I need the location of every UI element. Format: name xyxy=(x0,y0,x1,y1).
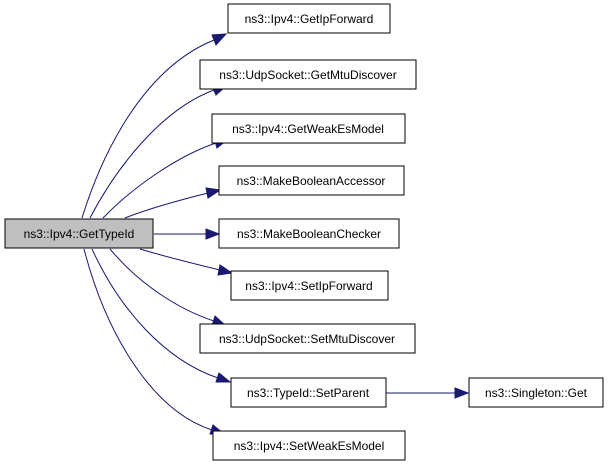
node-makebooleanchecker-label: ns3::MakeBooleanChecker xyxy=(237,227,381,241)
arrowhead-setparent xyxy=(215,372,232,383)
node-setweakesmodel-label: ns3::Ipv4::SetWeakEsModel xyxy=(234,439,385,453)
node-setmtudiscover[interactable]: ns3::UdpSocket::SetMtuDiscover xyxy=(199,323,416,354)
node-getmtudiscover[interactable]: ns3::UdpSocket::GetMtuDiscover xyxy=(199,59,417,90)
edge-gettypeid-getmtudiscover xyxy=(89,89,215,219)
node-makebooleanchecker-box xyxy=(218,218,400,249)
node-setparent-label: ns3::TypeId::SetParent xyxy=(247,386,370,400)
edge-gettypeid-getweakesmodel xyxy=(102,142,217,219)
node-setweakesmodel-box xyxy=(212,430,406,461)
node-makebooleanaccessor-box xyxy=(218,165,405,196)
nodes: ns3::Ipv4::GetTypeId ns3::Ipv4::GetIpFor… xyxy=(4,3,604,461)
node-setmtudiscover-label: ns3::UdpSocket::SetMtuDiscover xyxy=(219,332,395,346)
node-setweakesmodel[interactable]: ns3::Ipv4::SetWeakEsModel xyxy=(212,430,406,461)
edge-gettypeid-setipforward xyxy=(139,248,221,271)
node-getweakesmodel-label: ns3::Ipv4::GetWeakEsModel xyxy=(232,122,384,136)
node-getweakesmodel-box xyxy=(211,113,406,144)
edge-gettypeid-setweakesmodel xyxy=(83,248,213,431)
node-gettypeid-label: ns3::Ipv4::GetTypeId xyxy=(24,227,135,241)
arrowhead-getipforward xyxy=(211,33,228,46)
node-getipforward-box xyxy=(227,3,391,34)
arrowhead-setipforward xyxy=(217,264,234,276)
node-setmtudiscover-box xyxy=(199,323,416,354)
edge-gettypeid-getipforward xyxy=(81,39,215,219)
node-makebooleanaccessor-label: ns3::MakeBooleanAccessor xyxy=(237,174,386,188)
arrowhead-makebooleanchecker xyxy=(205,228,221,240)
node-singletonget[interactable]: ns3::Singleton::Get xyxy=(468,377,604,408)
node-setparent[interactable]: ns3::TypeId::SetParent xyxy=(230,377,387,408)
node-gettypeid[interactable]: ns3::Ipv4::GetTypeId xyxy=(4,218,154,249)
node-getipforward[interactable]: ns3::Ipv4::GetIpForward xyxy=(227,3,391,34)
arrowhead-singletonget xyxy=(454,387,470,399)
node-setipforward-box xyxy=(230,270,389,301)
edge-gettypeid-setmtudiscover xyxy=(109,248,215,322)
node-getipforward-label: ns3::Ipv4::GetIpForward xyxy=(245,12,374,26)
edge-gettypeid-setparent xyxy=(91,248,219,379)
node-makebooleanchecker[interactable]: ns3::MakeBooleanChecker xyxy=(218,218,400,249)
node-getweakesmodel[interactable]: ns3::Ipv4::GetWeakEsModel xyxy=(211,113,406,144)
node-makebooleanaccessor[interactable]: ns3::MakeBooleanAccessor xyxy=(218,165,405,196)
node-getmtudiscover-box xyxy=(199,59,417,90)
node-setipforward[interactable]: ns3::Ipv4::SetIpForward xyxy=(230,270,389,301)
node-setparent-box xyxy=(230,377,387,408)
node-setipforward-label: ns3::Ipv4::SetIpForward xyxy=(245,279,372,293)
node-singletonget-box xyxy=(468,377,604,408)
node-gettypeid-box xyxy=(4,218,154,249)
node-getmtudiscover-label: ns3::UdpSocket::GetMtuDiscover xyxy=(219,68,396,82)
node-singletonget-label: ns3::Singleton::Get xyxy=(485,386,588,400)
arrowhead-makebooleanaccessor xyxy=(205,187,222,199)
edge-gettypeid-makebooleanaccessor xyxy=(124,192,209,219)
